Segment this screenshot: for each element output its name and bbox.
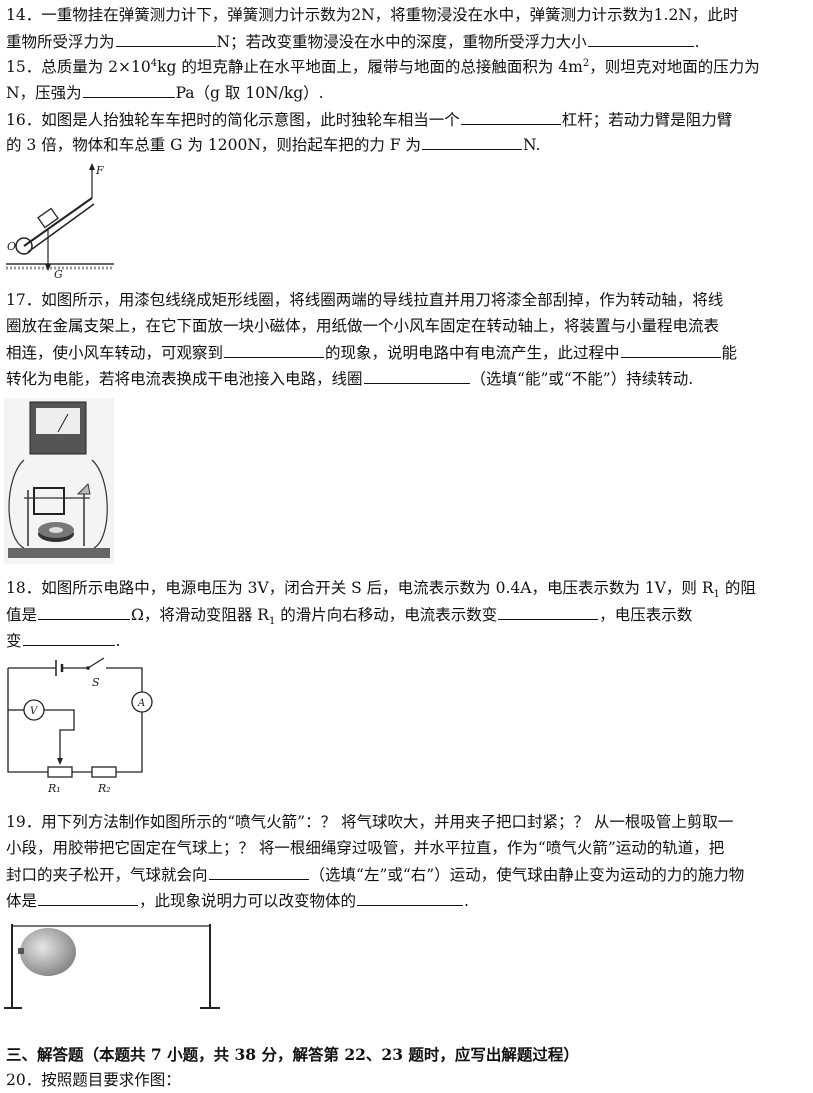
q17-line2: 圈放在金属支架上，在它下面放一块小磁体，用纸做一个小风车固定在转动轴上，将装置与… (6, 317, 720, 335)
q19-line2: 小段，用胶带把它固定在气球上；？ 将一根细绳穿过吸管，并水平拉直，作为“喷气火箭… (6, 839, 725, 857)
label-r1: R₁ (47, 782, 61, 794)
answer-blank[interactable] (357, 890, 464, 906)
balloon-rocket-figure (4, 924, 220, 1009)
answer-blank[interactable] (498, 604, 599, 620)
answer-blank[interactable] (82, 82, 175, 98)
q19-line3: 封口的夹子松开，气球就会向（选填“左”或“右”）运动，使气球由静止变为运动的力的… (6, 864, 745, 884)
label-a: A (137, 698, 145, 709)
q18-line1: 18．如图所示电路中，电源电压为 3V，闭合开关 S 后，电流表示数为 0.4A… (6, 579, 756, 601)
label-s: S (92, 676, 100, 689)
q20-line: 20．按照题目要求作图： (6, 1071, 181, 1089)
label-f: F (95, 164, 104, 177)
answer-blank[interactable] (224, 342, 325, 358)
answer-blank[interactable] (38, 604, 131, 620)
answer-blank[interactable] (115, 31, 216, 47)
answer-blank[interactable] (38, 890, 139, 906)
answer-blank[interactable] (363, 368, 470, 384)
label-o: O (7, 240, 16, 253)
q17-line4: 转化为电能，若将电流表换成干电池接入电路，线圈（选填“能”或“不能”）持续转动. (6, 368, 694, 388)
q19-line1: 19．用下列方法制作如图所示的“喷气火箭”：？ 将气球吹大，并用夹子把口封紧；？… (6, 813, 734, 831)
wheelbarrow-lever-figure: F O G (6, 163, 114, 280)
section-heading: 三、解答题（本题共 7 小题，共 38 分，解答第 22、23 题时，应写出解题… (6, 1045, 579, 1064)
clip-icon (18, 948, 24, 954)
q18-line3: 变. (6, 630, 121, 650)
coil-icon (33, 487, 65, 515)
answer-blank[interactable] (620, 342, 721, 358)
wheel-icon (15, 237, 33, 255)
balloon-icon (20, 928, 76, 976)
label-g: G (54, 268, 63, 280)
q14-line1: 14．一重物挂在弹簧测力计下，弹簧测力计示数为2N，将重物浸没在水中，弹簧测力计… (6, 6, 739, 24)
answer-blank[interactable] (422, 134, 522, 150)
rheostat-r1 (47, 766, 73, 778)
answer-blank[interactable] (22, 630, 115, 646)
q17-line3: 相连，使小风车转动，可观察到的现象，说明电路中有电流产生，此过程中能 (6, 342, 738, 362)
q19-line4: 体是，此现象说明力可以改变物体的. (6, 890, 469, 910)
label-r2: R₂ (97, 782, 111, 794)
q17-line1: 17．如图所示，用漆包线绕成矩形线圈，将线圈两端的导线拉直并用刀将漆全部刮掉，作… (6, 291, 724, 309)
answer-blank[interactable] (587, 31, 694, 47)
answer-blank[interactable] (208, 864, 309, 880)
switch-icon (87, 657, 105, 669)
circuit-figure: A V S R₁ R₂ (7, 657, 153, 794)
q15-line1: 15．总质量为 2×104kg 的坦克静止在水平地面上，履带与地面的总接触面积为… (6, 57, 760, 76)
label-v: V (30, 706, 39, 717)
q16-line1: 16．如图是人抬独轮车车把时的简化示意图，此时独轮车相当一个杠杆；若动力臂是阻力… (6, 109, 733, 129)
coil-motor-figure (4, 398, 114, 564)
answer-blank[interactable] (460, 109, 561, 125)
resistor-r2 (91, 766, 117, 778)
